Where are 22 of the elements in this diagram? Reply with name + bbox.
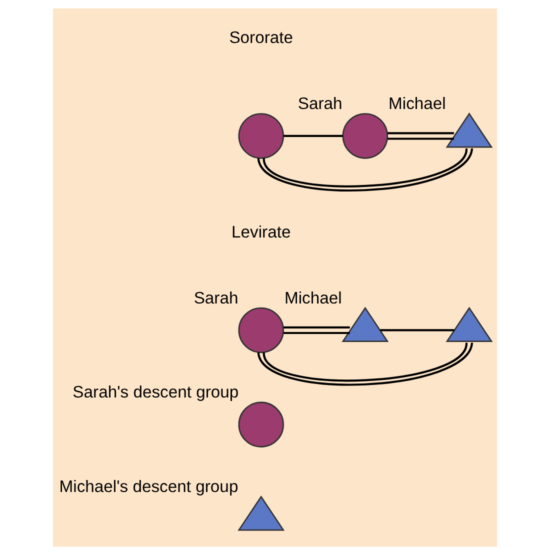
node-label: Sarah's descent group <box>72 382 238 402</box>
connector <box>256 148 472 192</box>
connector <box>256 342 472 386</box>
label: Levirate <box>231 222 290 242</box>
connector <box>282 326 350 334</box>
node-circle <box>238 402 284 448</box>
node-label: Michael <box>388 94 446 114</box>
node-triangle <box>445 112 492 148</box>
node-circle <box>238 307 284 354</box>
node-label: Sarah <box>297 94 342 114</box>
node-triangle <box>341 306 388 342</box>
node-circle <box>238 113 284 159</box>
connector <box>380 329 454 332</box>
node-circle <box>342 113 388 159</box>
node-triangle <box>237 495 284 531</box>
connector <box>282 134 342 138</box>
connector <box>387 132 454 140</box>
node-label: Michael <box>284 288 342 308</box>
label: Sororate <box>228 28 293 48</box>
node-label: Sarah <box>193 288 238 308</box>
node-triangle <box>445 306 492 342</box>
node-label: Michael's descent group <box>58 477 238 496</box>
